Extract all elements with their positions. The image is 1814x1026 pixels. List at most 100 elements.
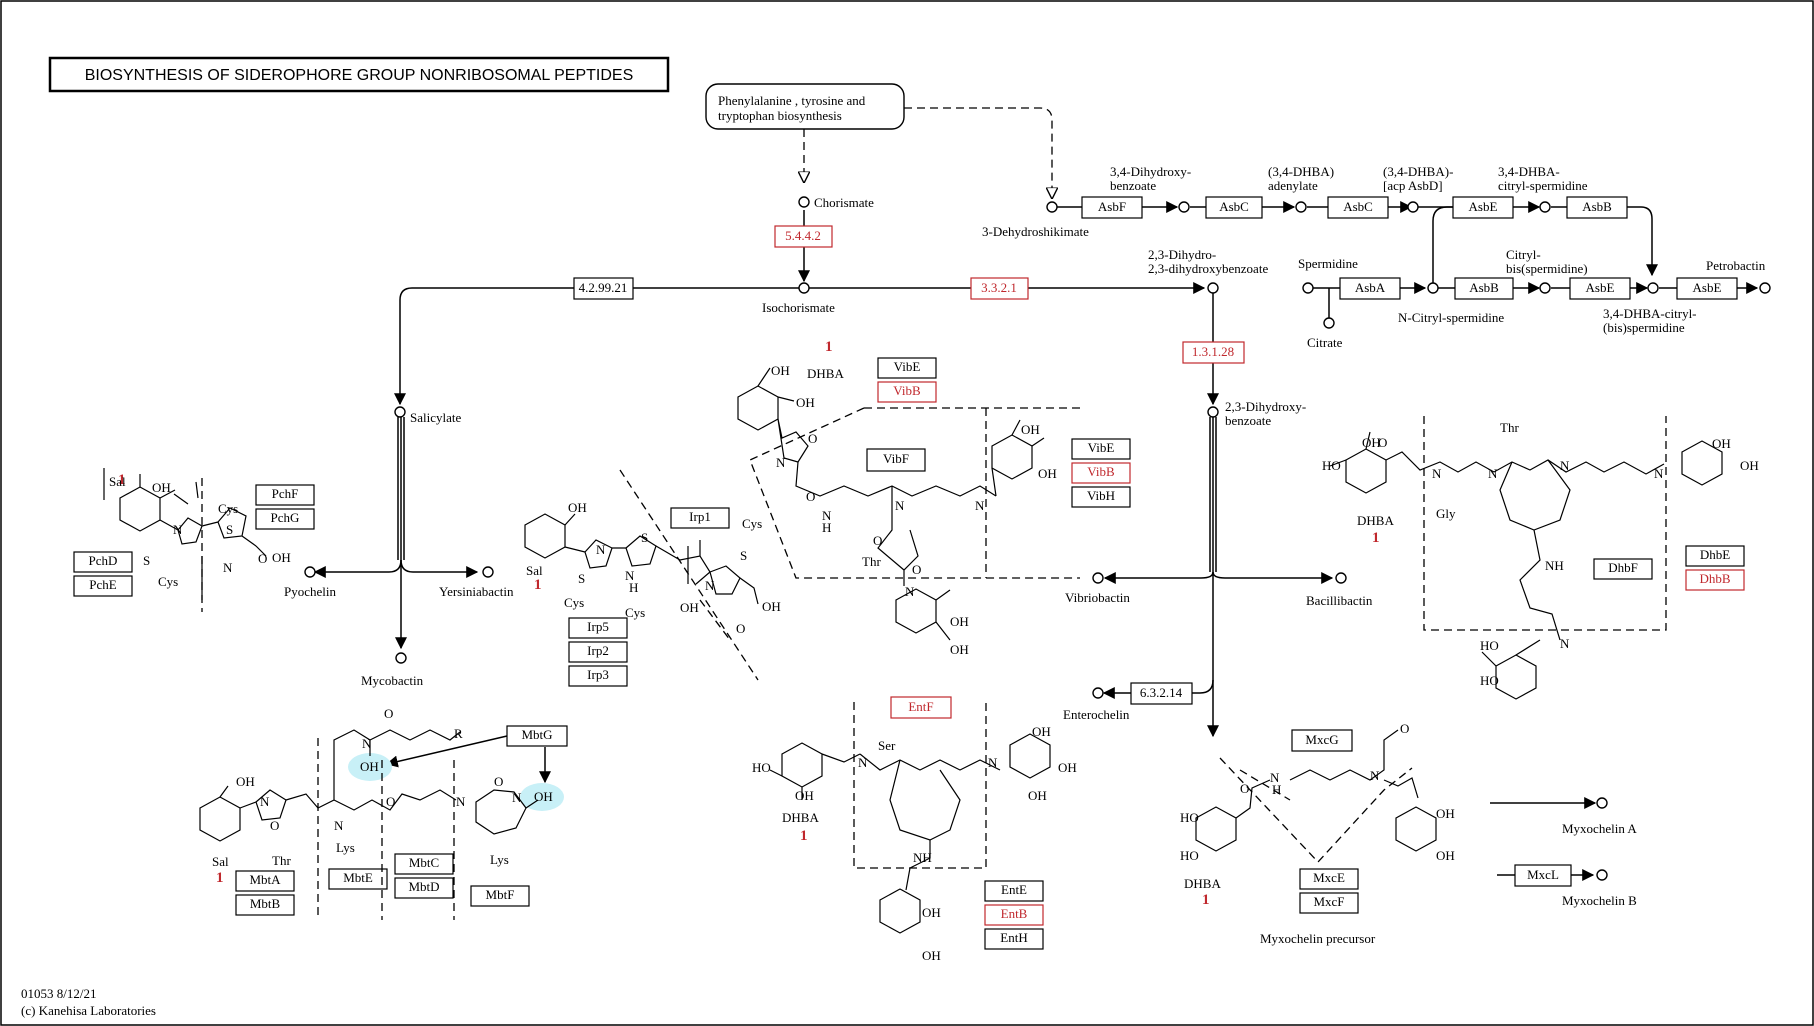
svg-text:Cys: Cys [625,605,645,620]
enzyme-ec-1-3-1-28: 1.3.1.28 [1182,341,1245,364]
svg-text:1.3.1.28: 1.3.1.28 [1192,344,1234,359]
svg-text:DHBA: DHBA [1357,513,1394,528]
node-dhba-adenylate [1295,201,1307,213]
svg-text:MxcE: MxcE [1313,870,1345,885]
svg-text:HO: HO [1480,638,1499,653]
svg-text:N: N [512,790,522,805]
svg-text:N: N [895,498,905,513]
svg-text:Bacillibactin: Bacillibactin [1306,593,1373,608]
svg-text:N: N [905,584,915,599]
svg-text:Yersiniabactin: Yersiniabactin [439,584,514,599]
svg-text:Petrobactin: Petrobactin [1706,258,1766,273]
svg-text:H: H [822,520,831,535]
enzyme-mbta: MbtA [235,870,295,892]
svg-text:Lys: Lys [336,840,355,855]
svg-text:(bis)spermidine: (bis)spermidine [1603,320,1685,335]
copyright-note: (c) Kanehisa Laboratories [21,1003,156,1018]
enzyme-irp3: Irp3 [568,665,628,687]
svg-text:S: S [740,548,747,563]
enzyme-vibf: VibF [866,448,926,472]
svg-text:adenylate: adenylate [1268,178,1318,193]
enzyme-mbte: MbtE [328,868,388,890]
svg-text:VibE: VibE [1088,440,1115,455]
svg-text:3-Dehydroshikimate: 3-Dehydroshikimate [982,224,1089,239]
enzyme-boxes[interactable]: 5.4.4.2 4.2.99.21 3.3.2.1 1.3.1.28 6.3.2… [73,196,1745,950]
svg-text:Citrate: Citrate [1307,335,1343,350]
svg-text:OH: OH [568,500,587,515]
svg-text:PchG: PchG [271,510,300,525]
compound-labels: Chorismate Isochorismate Salicylate Pyoc… [284,164,1766,946]
svg-text:Lys: Lys [490,852,509,867]
map-id-date: 01053 8/12/21 [21,986,96,1001]
svg-text:O: O [386,794,395,809]
svg-text:HO: HO [1180,848,1199,863]
node-myxochelin-b [1596,869,1608,881]
svg-text:DhbB: DhbB [1699,571,1730,586]
svg-text:AsbA: AsbA [1355,280,1386,295]
svg-text:OH: OH [1436,848,1455,863]
svg-text:OH: OH [922,948,941,963]
svg-text:MxcF: MxcF [1313,894,1344,909]
enzyme-mxcl: MxcL [1514,864,1572,887]
svg-text:OH: OH [272,550,291,565]
svg-text:3,4-Dihydroxy-: 3,4-Dihydroxy- [1110,164,1191,179]
enzyme-dhbe: DhbE [1685,545,1745,567]
svg-text:PchF: PchF [272,486,299,501]
svg-text:4.2.99.21: 4.2.99.21 [579,280,628,295]
svg-text:EntF: EntF [908,699,933,714]
svg-text:MxcL: MxcL [1527,867,1559,882]
enzyme-pchg: PchG [255,508,315,530]
svg-text:PchD: PchD [89,553,118,568]
svg-text:EntH: EntH [1000,930,1027,945]
svg-text:Irp1: Irp1 [689,509,711,524]
svg-text:S: S [226,522,233,537]
diagram-title: BIOSYNTHESIS OF SIDEROPHORE GROUP NONRIB… [48,56,670,93]
svg-text:HO: HO [1322,458,1341,473]
svg-text:Gly: Gly [1436,506,1456,521]
svg-text:OH: OH [534,789,553,804]
node-vibriobactin [1092,572,1104,584]
svg-text:1: 1 [118,472,126,488]
svg-text:AsbE: AsbE [1586,280,1615,295]
svg-text:5.4.4.2: 5.4.4.2 [785,228,821,243]
svg-text:DHBA: DHBA [1184,876,1221,891]
structure-mycobactin: OH Sal 1 O N Thr N Lys N OH O R O N Lys … [199,706,564,920]
svg-text:MxcG: MxcG [1305,732,1338,747]
compound-nodes[interactable] [304,196,1771,881]
svg-text:AsbB: AsbB [1469,280,1499,295]
svg-text:Sal: Sal [526,563,543,578]
svg-text:OH: OH [1038,466,1057,481]
svg-text:Chorismate: Chorismate [814,195,874,210]
svg-text:(3,4-DHBA): (3,4-DHBA) [1268,164,1334,179]
svg-text:Irp5: Irp5 [587,619,609,634]
svg-text:OH: OH [922,905,941,920]
node-dhb-34 [1178,201,1190,213]
svg-text:N: N [988,755,998,770]
svg-text:Thr: Thr [1500,420,1519,435]
svg-text:N: N [334,818,344,833]
svg-text:N: N [1560,636,1570,651]
svg-text:OH: OH [795,788,814,803]
node-mycobactin [395,652,407,664]
pathway-link-aromatic-amino-acid-biosynthesis[interactable]: Phenylalanine , tyrosine and tryptophan … [705,83,905,130]
node-dhba-citryl-spermidine [1539,201,1551,213]
svg-text:N: N [456,794,466,809]
enzyme-vibh: VibH [1071,486,1131,508]
svg-text:1: 1 [1372,530,1380,546]
svg-text:DhbE: DhbE [1700,547,1730,562]
structure-enterochelin: HO OH DHBA 1 N Ser N OH OH OH NH OH OH [752,702,1077,963]
structure-bacillibactin: OH O HO DHBA 1 N N Thr Gly N N NH N HO H… [1322,416,1759,700]
enzyme-pchd: PchD [73,551,133,573]
node-dehydroshikimate [1046,201,1058,213]
svg-text:Myxochelin A: Myxochelin A [1562,821,1637,836]
node-n-citryl-spermidine [1427,282,1439,294]
enzyme-mbtg: MbtG [506,725,568,747]
svg-text:OH: OH [796,395,815,410]
enzyme-asbe-2: AsbE [1569,277,1631,300]
svg-text:MbtB: MbtB [250,896,281,911]
svg-text:S: S [143,553,150,568]
enzyme-irp1: Irp1 [670,507,730,529]
svg-text:Vibriobactin: Vibriobactin [1065,590,1130,605]
svg-text:OH: OH [1362,435,1381,450]
svg-text:2,3-Dihydro-: 2,3-Dihydro- [1148,247,1216,262]
